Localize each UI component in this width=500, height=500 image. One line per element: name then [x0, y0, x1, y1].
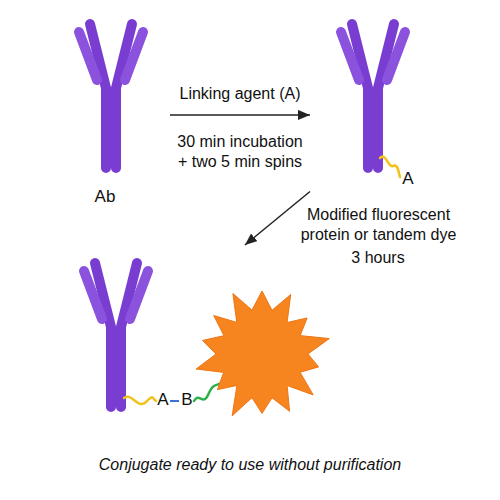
node-label: Ab	[75, 187, 135, 207]
antibody-chain	[378, 24, 394, 168]
caption: Conjugate ready to use without purificat…	[0, 455, 500, 475]
antibody-chain	[125, 32, 143, 80]
antibody-chain	[130, 271, 148, 319]
antibody-node: A	[310, 15, 422, 197]
step-note: 3 hours	[318, 248, 438, 268]
antibody-chain	[352, 24, 368, 168]
bond-dash	[170, 400, 179, 402]
arrow-connector	[170, 114, 310, 116]
fluorescent-burst	[196, 291, 329, 416]
antibody-chain	[341, 32, 359, 80]
dye-linker-squiggle	[194, 383, 222, 401]
antibody-node: Ab	[68, 15, 170, 205]
antibody-chain	[95, 263, 111, 407]
antibody-figure	[341, 24, 405, 168]
edge-label: Linking agent (A)	[160, 84, 320, 104]
connector-group	[170, 115, 310, 245]
antibody-figure	[79, 24, 143, 168]
linker-squiggle	[124, 397, 156, 404]
antibody-chain	[121, 263, 137, 407]
node-label: B	[179, 390, 195, 410]
antibody-chain	[90, 24, 106, 168]
arrow-connector	[245, 192, 310, 245]
antibody-chain	[84, 271, 102, 319]
edge-label: Modified fluorescent protein or tandem d…	[296, 205, 461, 245]
antibody-figure	[84, 263, 148, 407]
node-label: A	[155, 390, 171, 410]
step-note: 30 min incubation + two 5 min spins	[174, 132, 306, 172]
antibody-chain	[387, 32, 405, 80]
antibody-chain	[79, 32, 97, 80]
antibody-shape	[68, 15, 170, 205]
antibody-chain	[116, 24, 132, 168]
